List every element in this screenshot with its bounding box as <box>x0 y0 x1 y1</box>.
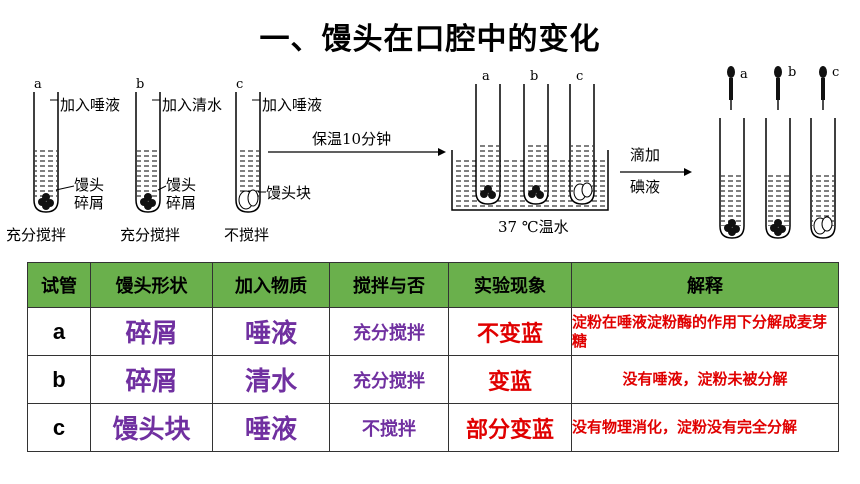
svg-text:b: b <box>530 69 538 84</box>
crumbs-label-1: 馒头 <box>74 176 104 194</box>
tube-c-stir: 不搅拌 <box>224 226 269 244</box>
iodine-label-1: 滴加 <box>630 146 660 164</box>
cell-stir: 充分搅拌 <box>329 355 449 404</box>
experiment-diagram: a 加入唾液 馒头 碎屑 充分搅拌 b 加入清水 馒头 碎屑 充分搅拌 c 加入… <box>6 65 839 244</box>
cell-substance: 唾液 <box>212 403 330 452</box>
table-row: a 碎屑 唾液 充分搅拌 不变蓝 淀粉在唾液淀粉酶的作用下分解成麦芽糖 <box>27 307 839 356</box>
header-substance: 加入物质 <box>212 262 330 308</box>
cell-explanation: 没有唾液，淀粉未被分解 <box>571 355 839 404</box>
cell-shape: 馒头块 <box>90 403 213 452</box>
cell-tube: c <box>27 403 91 452</box>
bath-tube-c: c <box>569 69 595 205</box>
table-row: b 碎屑 清水 充分搅拌 变蓝 没有唾液，淀粉未被分解 <box>27 355 839 404</box>
final-tube-c: c <box>810 65 839 239</box>
iodine-label-2: 碘液 <box>630 178 660 196</box>
tube-a-added: 加入唾液 <box>60 96 120 114</box>
tube-c-added: 加入唾液 <box>262 96 322 114</box>
header-observation: 实验现象 <box>448 262 572 308</box>
bath-tube-a: a <box>475 69 501 205</box>
table-header-row: 试管 馒头形状 加入物质 搅拌与否 实验现象 解释 <box>27 262 839 308</box>
final-tube-b: b <box>765 65 796 239</box>
header-explanation: 解释 <box>571 262 839 308</box>
final-tube-a: a <box>719 66 748 239</box>
svg-text:a: a <box>482 69 490 84</box>
header-tube: 试管 <box>27 262 91 308</box>
svg-text:a: a <box>740 67 748 82</box>
cell-explanation: 没有物理消化，淀粉没有完全分解 <box>571 403 839 452</box>
tube-b-added: 加入清水 <box>162 96 222 114</box>
cell-observation: 不变蓝 <box>448 307 572 356</box>
crumbs-b-label-1: 馒头 <box>166 176 196 194</box>
tube-c-letter: c <box>236 77 243 92</box>
cell-substance: 唾液 <box>212 307 330 356</box>
water-bath: a b c 37 ℃温水 <box>451 69 609 236</box>
cell-tube: a <box>27 307 91 356</box>
tube-b: b 加入清水 馒头 碎屑 充分搅拌 <box>120 77 222 244</box>
cell-tube: b <box>27 355 91 404</box>
header-shape: 馒头形状 <box>90 262 213 308</box>
cell-substance: 清水 <box>212 355 330 404</box>
svg-text:c: c <box>832 65 839 80</box>
tube-a: a 加入唾液 馒头 碎屑 充分搅拌 <box>6 77 120 244</box>
chunk-label: 馒头块 <box>266 184 311 202</box>
svg-text:c: c <box>576 69 583 84</box>
tube-b-stir: 充分搅拌 <box>120 226 180 244</box>
results-table: 试管 馒头形状 加入物质 搅拌与否 实验现象 解释 a 碎屑 唾液 充分搅拌 不… <box>27 262 839 452</box>
cell-explanation: 淀粉在唾液淀粉酶的作用下分解成麦芽糖 <box>571 307 839 356</box>
table-row: c 馒头块 唾液 不搅拌 部分变蓝 没有物理消化，淀粉没有完全分解 <box>27 403 839 452</box>
svg-text:b: b <box>788 65 796 80</box>
crumbs-b-label-2: 碎屑 <box>166 194 196 212</box>
water-bath-label: 37 ℃温水 <box>498 218 569 236</box>
tube-a-letter: a <box>34 77 42 92</box>
tube-c: c 加入唾液 馒头块 不搅拌 <box>224 77 322 244</box>
iodine-arrow: 滴加 碘液 <box>620 146 692 196</box>
cell-stir: 不搅拌 <box>329 403 449 452</box>
cell-shape: 碎屑 <box>90 355 213 404</box>
bath-tube-b: b <box>523 69 549 205</box>
cell-observation: 变蓝 <box>448 355 572 404</box>
tube-b-letter: b <box>136 77 144 92</box>
cell-stir: 充分搅拌 <box>329 307 449 356</box>
crumbs-label-2: 碎屑 <box>74 194 104 212</box>
incubate-label: 保温10分钟 <box>312 130 391 148</box>
cell-observation: 部分变蓝 <box>448 403 572 452</box>
cell-shape: 碎屑 <box>90 307 213 356</box>
page-title: 一、馒头在口腔中的变化 <box>259 22 601 57</box>
tube-a-stir: 充分搅拌 <box>6 226 66 244</box>
incubate-arrow: 保温10分钟 <box>268 130 446 156</box>
header-stir: 搅拌与否 <box>329 262 449 308</box>
